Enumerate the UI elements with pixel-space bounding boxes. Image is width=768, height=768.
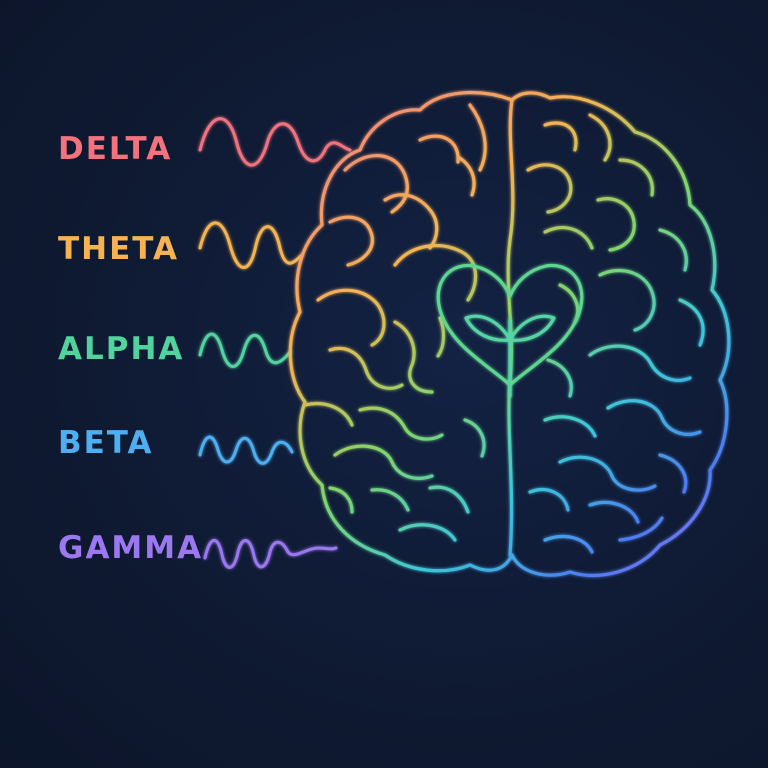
beta-wave [198, 435, 294, 465]
heart-icon [436, 263, 584, 387]
label-alpha: ALPHA [58, 331, 185, 367]
delta-wave [198, 117, 352, 167]
sprout-icon [464, 314, 556, 398]
theta-wave [198, 221, 304, 269]
alpha-wave [198, 332, 292, 368]
label-beta: BETA [58, 425, 154, 461]
label-gamma: GAMMA [58, 530, 204, 566]
label-delta: DELTA [58, 131, 173, 167]
label-theta: THETA [58, 231, 179, 267]
gamma-wave [203, 538, 338, 569]
